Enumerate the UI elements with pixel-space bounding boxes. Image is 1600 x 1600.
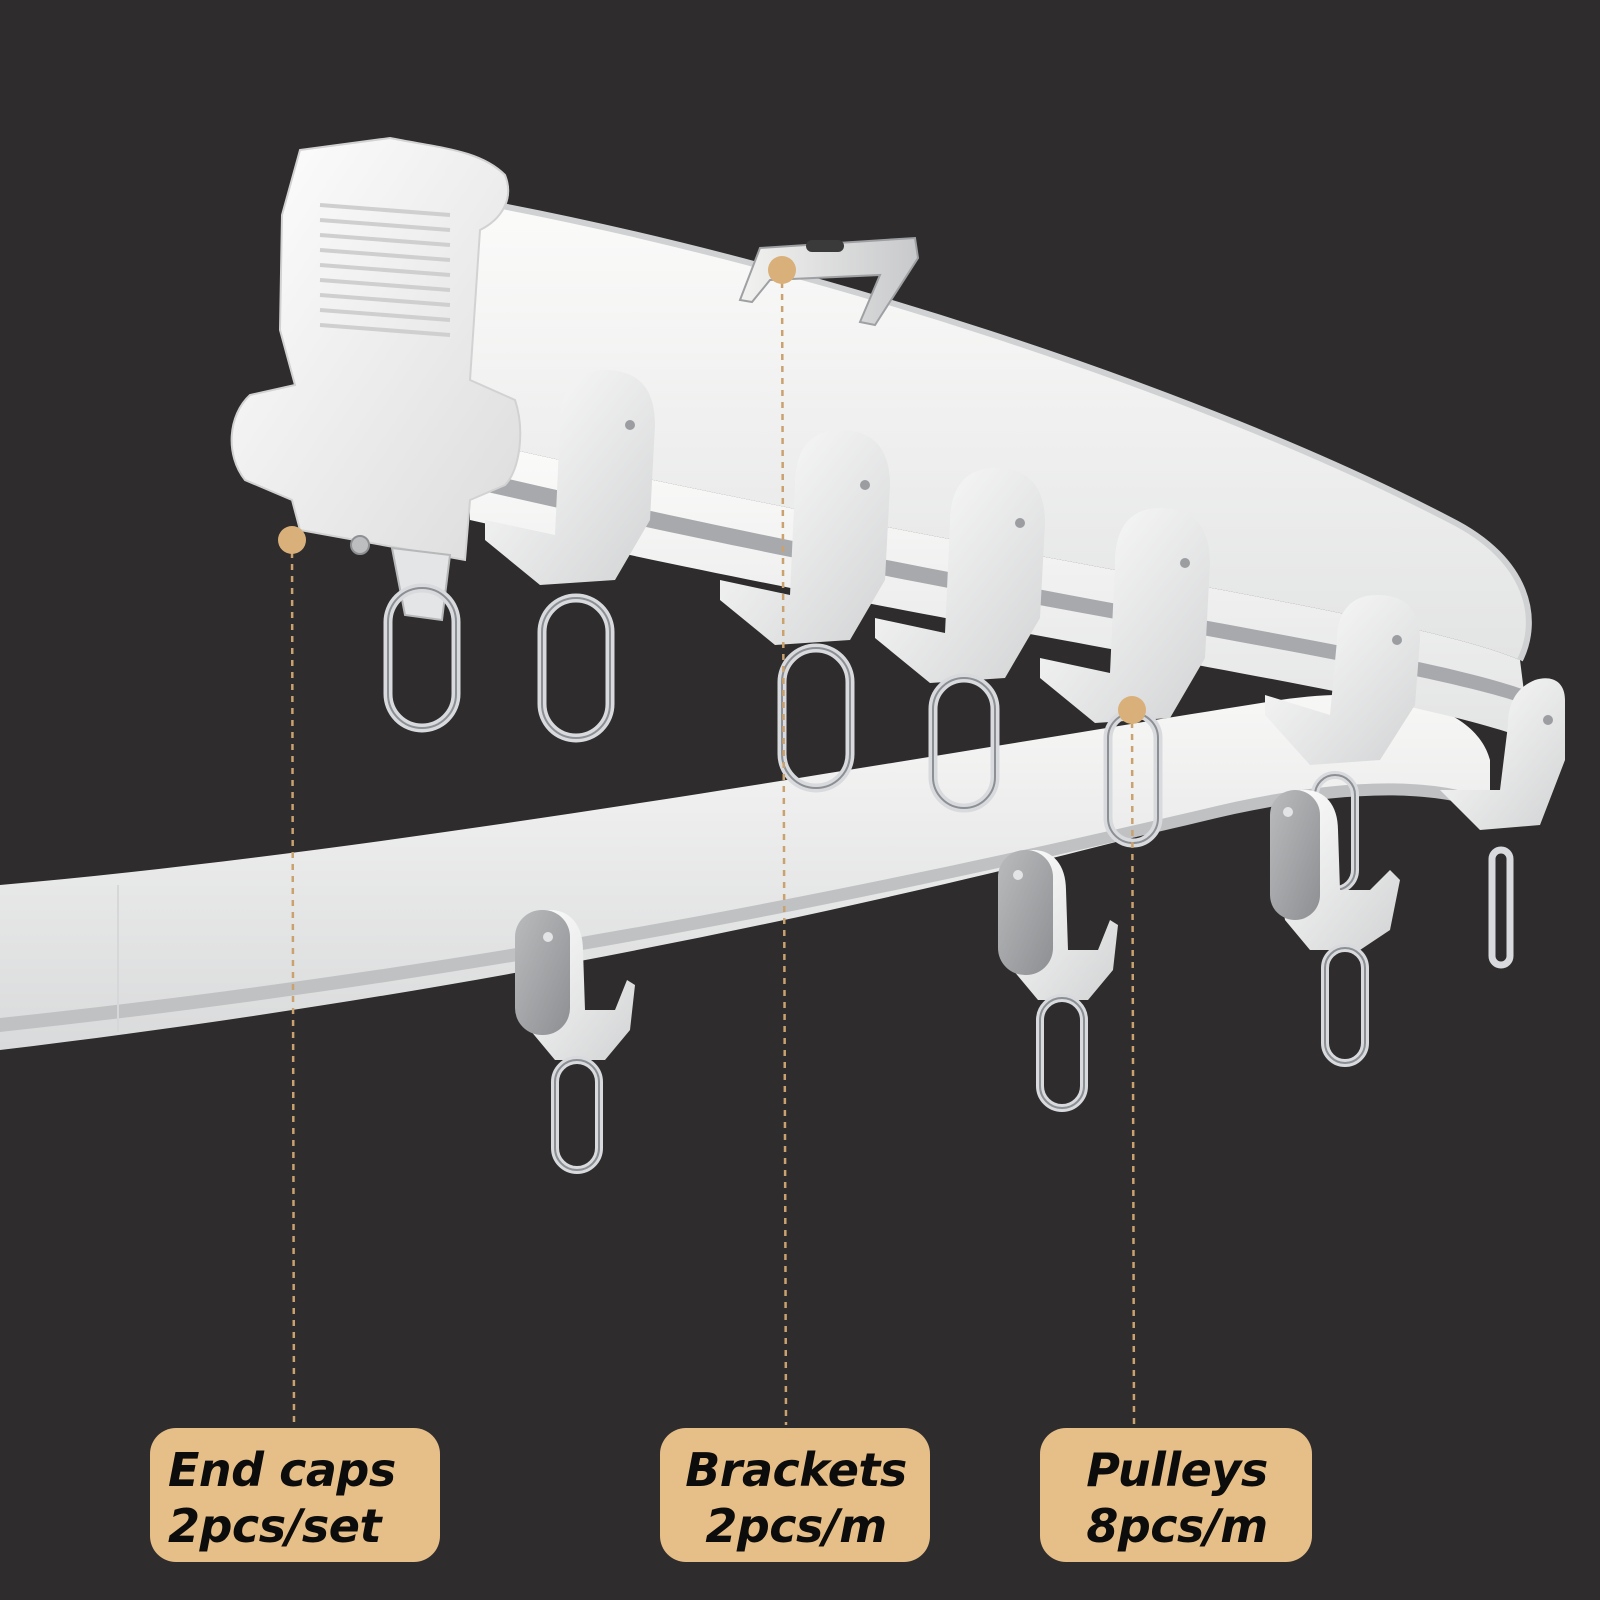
pulleys-label: Pulleys 8pcs/m xyxy=(1040,1428,1312,1562)
end-cap-icon xyxy=(230,136,522,733)
pulleys-title: Pulleys xyxy=(1086,1443,1268,1497)
pulley-icon xyxy=(515,910,635,1174)
end-caps-quantity: 2pcs/set xyxy=(168,1499,381,1553)
pulleys-lower xyxy=(515,790,1400,1174)
pulley-icon xyxy=(720,430,890,793)
brackets-label: Brackets 2pcs/m xyxy=(660,1428,930,1562)
brackets-title: Brackets xyxy=(685,1443,907,1497)
end-caps-title: End caps xyxy=(168,1443,396,1497)
pulleys-marker xyxy=(1118,696,1146,724)
end-caps-label: End caps 2pcs/set xyxy=(150,1428,440,1562)
end-cap-icon xyxy=(1440,678,1565,969)
pulley-icon xyxy=(875,468,1045,813)
pulley-icon xyxy=(1270,790,1400,1067)
pulley-icon xyxy=(485,370,655,743)
pulleys-quantity: 8pcs/m xyxy=(1086,1499,1268,1553)
callout-leaders xyxy=(278,256,1146,1426)
end-caps-marker xyxy=(278,526,306,554)
pulleys-upper xyxy=(485,370,1565,969)
brackets-quantity: 2pcs/m xyxy=(705,1499,887,1553)
brackets-marker xyxy=(768,256,796,284)
pulley-icon xyxy=(998,850,1118,1112)
lower-track xyxy=(0,694,1490,1050)
